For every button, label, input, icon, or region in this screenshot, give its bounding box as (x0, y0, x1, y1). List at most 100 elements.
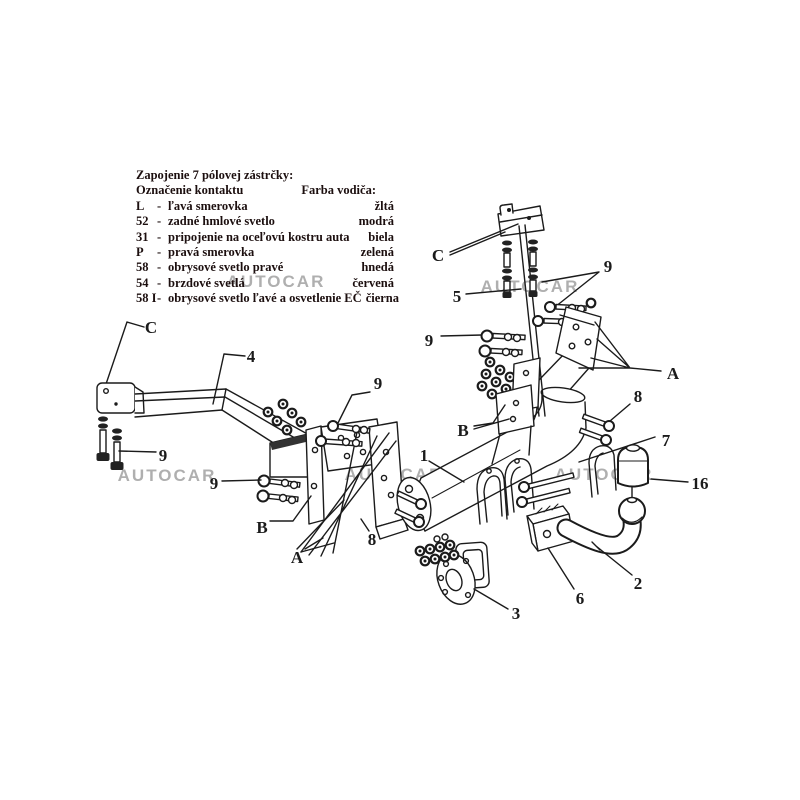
legend-row: 54-brzdové svetlá červená (136, 276, 394, 291)
part-label-B: B (457, 421, 468, 440)
end-plate-bolts (394, 490, 427, 528)
legend-desc: obrysové svetlo pravé (168, 260, 284, 275)
legend-code: P (136, 245, 144, 260)
left-mid-bolts (256, 474, 301, 505)
tube-clamps (476, 445, 617, 525)
beam-end-plate (269, 433, 310, 478)
leader-6 (547, 547, 575, 590)
leader-8-left (360, 518, 370, 532)
legend-desc: pravá smerovka (168, 245, 255, 260)
part-label-16: 16 (692, 474, 709, 493)
mid-right-bolts (478, 329, 526, 358)
clamp-bolts (516, 472, 575, 508)
left-side-member-assembly (96, 321, 409, 557)
leader-9-left-upper (337, 391, 371, 424)
top-bolt-stacks (502, 239, 538, 298)
part-label-7: 7 (662, 431, 671, 450)
main-bracket-plate (555, 306, 602, 371)
legend-dash: - (157, 275, 162, 290)
leader-7 (578, 436, 656, 463)
legend-code: 58 (136, 260, 149, 275)
legend-dash: - (157, 198, 162, 213)
legend-desc: ľavá smerovka (168, 198, 248, 213)
part-label-2: 2 (634, 574, 643, 593)
legend-clr: čierna (365, 291, 400, 306)
left-nut-cluster (262, 398, 307, 436)
ball-cover-cap (617, 444, 649, 488)
part-label-A: A (667, 364, 680, 383)
part-label-9: 9 (210, 474, 219, 493)
tow-ball (618, 486, 646, 525)
leader-a-left (300, 537, 335, 553)
leader-3 (473, 588, 509, 610)
legend-col-color: Farba vodiča: (301, 183, 376, 198)
right-nut-cluster (476, 356, 516, 400)
leader-5 (465, 288, 522, 295)
legend-code: 58 I (136, 291, 157, 306)
part-label-3: 3 (512, 604, 521, 623)
part-label-C: C (432, 246, 444, 265)
legend-desc: zadné hmlové svetlo (168, 214, 275, 229)
part-label-4: 4 (247, 347, 256, 366)
leader-8-right (609, 403, 631, 422)
leader-16 (650, 478, 689, 483)
legend-dash: - (157, 245, 162, 260)
legend-desc: brzdové svetlá (168, 275, 245, 290)
part-label-9: 9 (159, 446, 168, 465)
top-bracket (497, 203, 545, 237)
legend-code: 54 (136, 275, 149, 290)
legend-dash: - (157, 214, 162, 229)
legend-dash: - (157, 291, 162, 306)
right-8-bolts (578, 413, 615, 446)
leader-c-right (449, 223, 519, 256)
left-upper-bolts (315, 420, 371, 448)
legend-code: 31 (136, 229, 149, 244)
flange-plate (436, 541, 490, 605)
legend-header: Označenie kontaktu Farba vodiča: (136, 183, 394, 198)
left-brace-plates (296, 431, 397, 557)
part-label-B: B (256, 518, 267, 537)
legend-col-contact: Označenie kontaktu (136, 183, 244, 198)
leader-9-mid-right (440, 334, 483, 337)
legend-desc: obrysové svetlo ľavé a osvetlenie EČ (168, 291, 362, 306)
legend-desc: pripojenie na oceľovú kostru auta (168, 229, 350, 244)
part-label-6: 6 (576, 589, 585, 608)
legend-clr: červená (352, 275, 394, 290)
leader-c-left (103, 321, 145, 391)
legend-clr: modrá (358, 214, 394, 229)
leader-2 (591, 541, 633, 576)
bolt-stack-left (96, 416, 124, 470)
left-bracket (96, 382, 145, 414)
leader-b-right (473, 404, 510, 430)
part-label-C: C (145, 318, 157, 337)
legend-code: 52 (136, 214, 149, 229)
wiring-legend: Zapojenie 7 pólovej zástrčky: Označenie … (136, 168, 399, 307)
part-label-9: 9 (425, 331, 434, 350)
legend-title: Zapojenie 7 pólovej zástrčky: (136, 168, 294, 182)
bottom-nut-cluster (414, 533, 460, 567)
ball-arm (556, 511, 642, 555)
leader-4 (212, 353, 246, 405)
leader-1 (428, 460, 465, 483)
legend-code: L (136, 198, 145, 213)
legend-clr: biela (368, 229, 394, 244)
leader-a-right (578, 321, 662, 372)
leader-b-left (269, 495, 312, 522)
part-label-9: 9 (604, 257, 613, 276)
part-label-A: A (291, 548, 304, 567)
legend-row: L-ľavá smerovka žltá (136, 199, 394, 214)
right-vertical-plates (491, 357, 541, 465)
legend-clr: žltá (374, 198, 394, 213)
part-label-9: 9 (374, 374, 383, 393)
part-label-1: 1 (420, 446, 429, 465)
part-label-5: 5 (453, 287, 462, 306)
legend-clr: hnedá (361, 260, 394, 275)
part-label-8: 8 (634, 387, 643, 406)
leader-9-far-left (118, 450, 157, 453)
